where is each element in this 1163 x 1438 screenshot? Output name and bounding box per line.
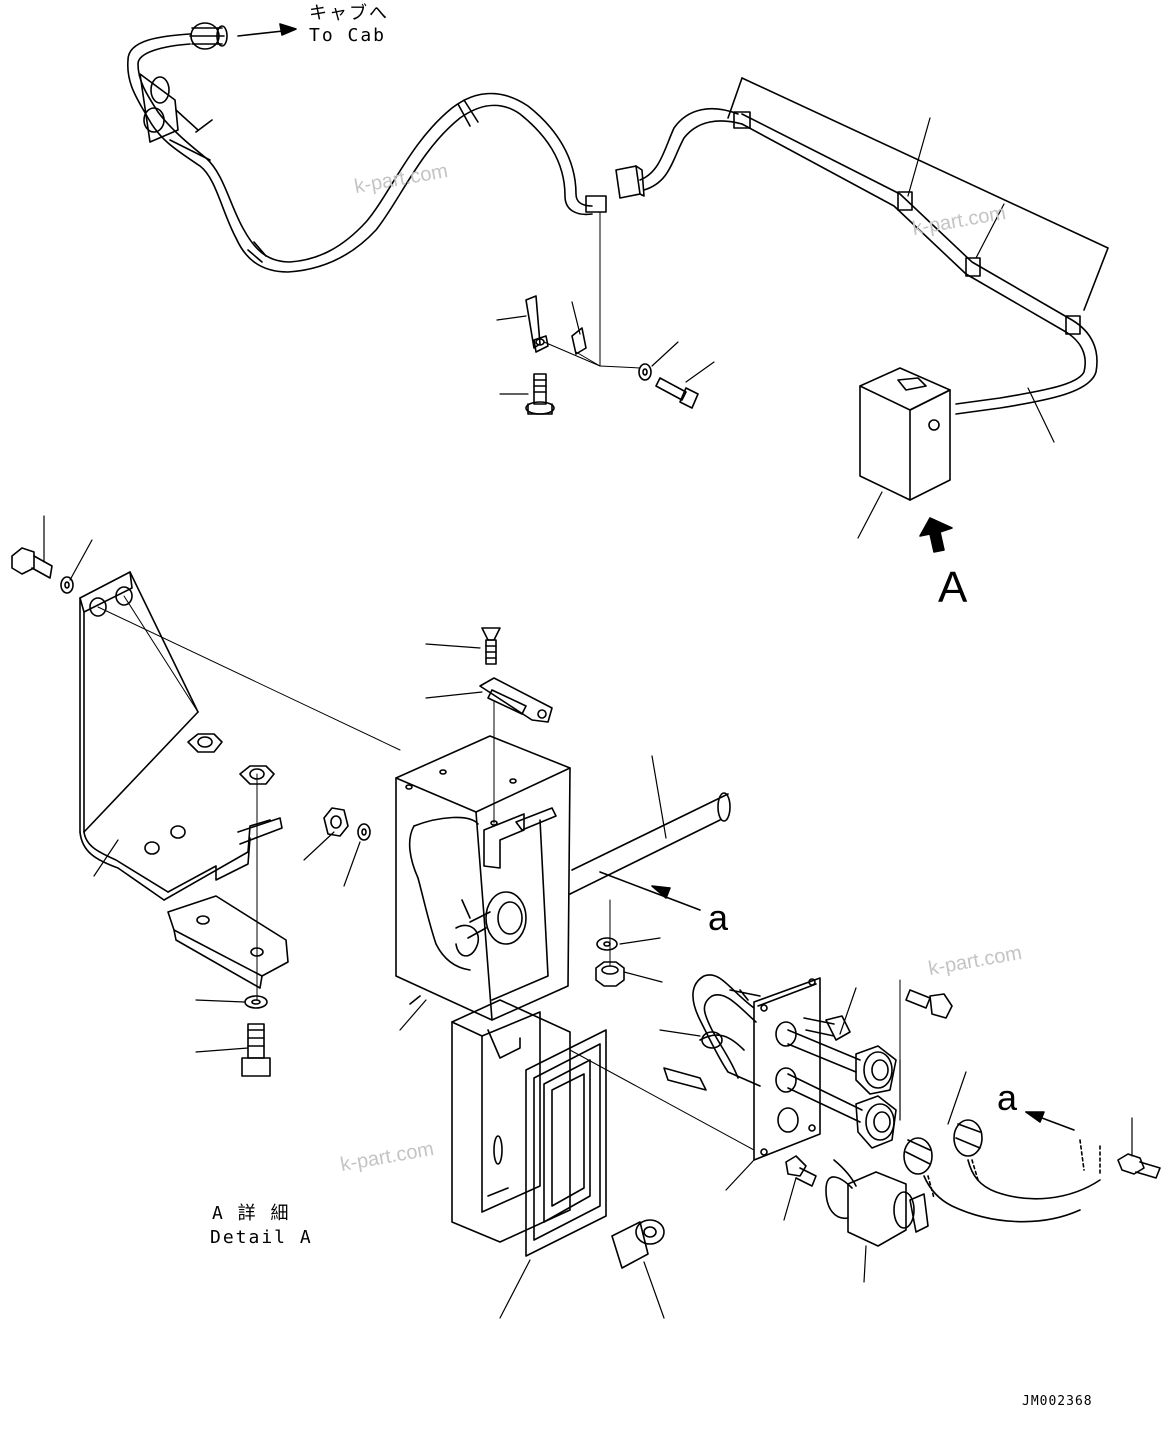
hex-nut-bracket-1	[187, 733, 223, 753]
key	[611, 1219, 665, 1269]
bolt-left-top	[11, 547, 53, 579]
nut-mid	[323, 807, 349, 837]
lower-box	[451, 999, 571, 1243]
detail-a-label-en: Detail A	[210, 1227, 313, 1248]
bolt-far-right	[1117, 1153, 1161, 1179]
bolt-right-panel	[905, 989, 953, 1019]
cab-connector	[189, 22, 228, 50]
countersunk-screw	[481, 627, 501, 665]
detail-a-label-jp: A 詳 細	[212, 1203, 291, 1224]
view-a-label: A	[938, 563, 968, 612]
flange-bolt-top	[525, 373, 555, 415]
main-wire-harness	[127, 33, 607, 273]
leader-lines-top	[496, 117, 1055, 539]
to-cab-arrow	[237, 23, 297, 37]
rotary-shaft	[455, 891, 527, 957]
bolt-top	[655, 377, 699, 409]
connector-plug-2	[787, 1073, 897, 1149]
switch-box	[395, 735, 571, 1021]
alignment-lines-top	[543, 211, 641, 369]
cap-pair	[903, 1119, 1101, 1223]
washer-mid	[357, 823, 371, 841]
washer-top	[638, 363, 652, 381]
grounding-box	[859, 367, 951, 501]
connector-panel	[753, 977, 821, 1161]
section-arrow-right	[1025, 1111, 1075, 1131]
long-conduit	[727, 77, 1109, 415]
section-a-label-right: a	[708, 897, 729, 938]
mounting-bracket	[79, 571, 283, 901]
section-arrow-left	[599, 871, 701, 911]
washer-bottom-left	[244, 995, 268, 1009]
clamp-bracket	[525, 295, 549, 353]
to-cab-label-en: To Cab	[309, 25, 387, 46]
inner-bracket	[483, 807, 557, 1001]
gasket	[525, 1029, 607, 1257]
view-a-arrow	[919, 517, 953, 553]
leader-lines-detail	[43, 515, 1133, 1319]
mounting-plate-fragment	[167, 895, 289, 989]
draw-latch	[479, 677, 553, 723]
washer-right-box	[596, 937, 618, 951]
section-a-label-left: a	[997, 1077, 1018, 1118]
drawing-code: JM002368	[1022, 1394, 1093, 1409]
harness-connector	[615, 107, 743, 199]
bolt-bottom-left	[241, 1023, 271, 1077]
wiring-loom	[663, 974, 761, 1091]
alignment-lines-detail	[97, 595, 901, 1151]
selector-switch	[825, 1159, 929, 1247]
bead-chains	[927, 1139, 1101, 1199]
hex-bolt-panel	[785, 1155, 817, 1187]
to-cab-label-jp: キャブへ	[309, 3, 389, 24]
extension-shaft	[569, 792, 731, 895]
indicator-lamp	[803, 1015, 851, 1041]
connector-plug-1	[787, 1029, 897, 1095]
washer-left-top	[60, 576, 74, 594]
